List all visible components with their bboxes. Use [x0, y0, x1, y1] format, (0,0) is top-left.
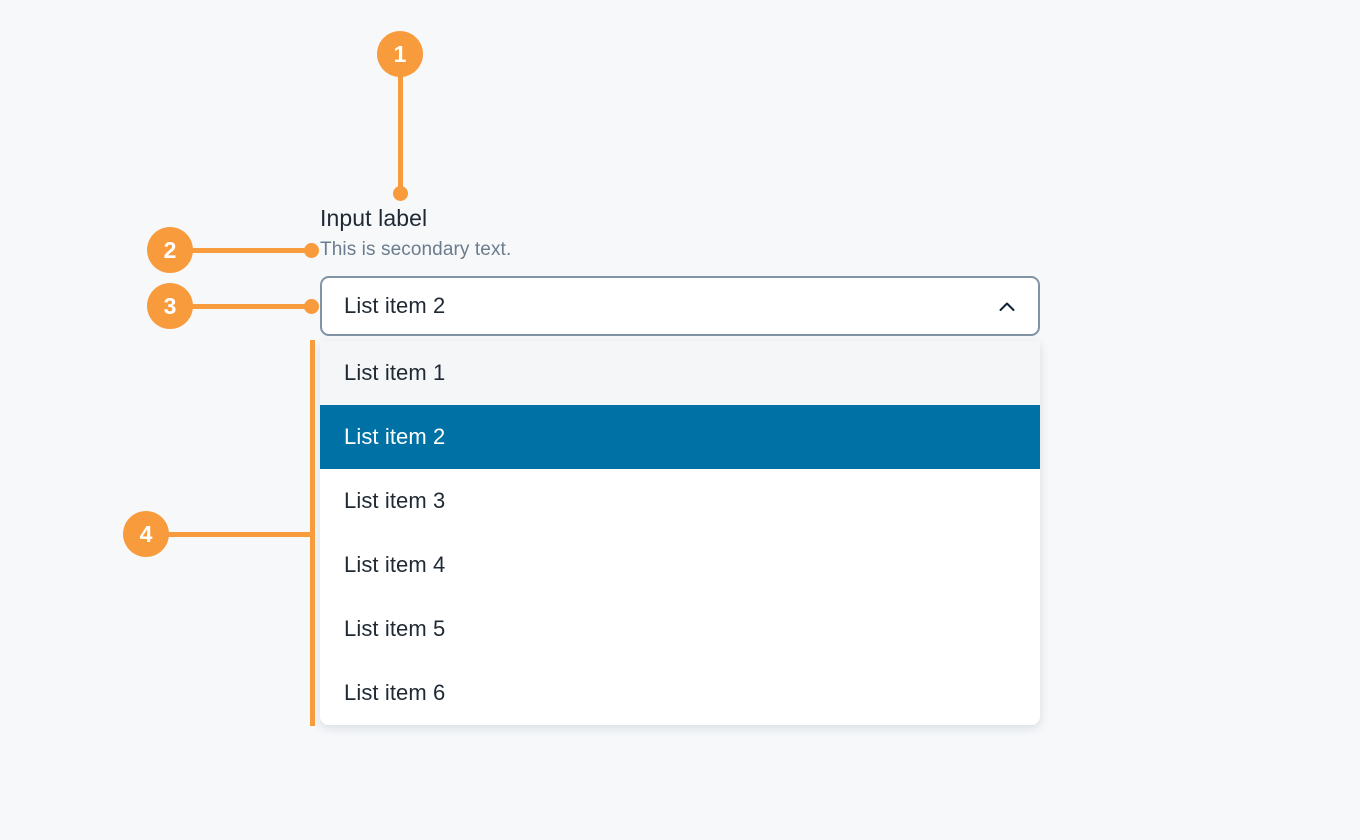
- annotation-endpoint-dot-1: [393, 186, 408, 201]
- field-group: Input label This is secondary text.: [320, 202, 1040, 263]
- list-item-label: List item 2: [344, 424, 446, 449]
- list-item[interactable]: List item 3: [320, 469, 1040, 533]
- list-item[interactable]: List item 5: [320, 597, 1040, 661]
- annotation-endpoint-dot-2: [304, 243, 319, 258]
- list-item[interactable]: List item 2: [320, 405, 1040, 469]
- annotation-marker-2: 2: [147, 227, 193, 273]
- dropdown-combobox[interactable]: List item 2: [320, 276, 1040, 336]
- input-label: Input label: [320, 205, 428, 231]
- annotation-marker-4: 4: [123, 511, 169, 557]
- list-item-label: List item 1: [344, 360, 446, 385]
- combobox-selected-value: List item 2: [344, 293, 446, 318]
- list-item-label: List item 4: [344, 552, 446, 577]
- annotation-bracket-4: [310, 340, 315, 726]
- annotation-leader-line-2: [190, 248, 316, 253]
- list-item[interactable]: List item 4: [320, 533, 1040, 597]
- annotation-endpoint-dot-3: [304, 299, 319, 314]
- list-item[interactable]: List item 6: [320, 661, 1040, 725]
- dropdown-listbox[interactable]: List item 1 List item 2 List item 3 List…: [320, 341, 1040, 725]
- annotation-marker-3: 3: [147, 283, 193, 329]
- list-item[interactable]: List item 1: [320, 341, 1040, 405]
- chevron-up-icon[interactable]: [996, 296, 1018, 318]
- secondary-helper-text: This is secondary text.: [320, 239, 512, 260]
- list-item-label: List item 5: [344, 616, 446, 641]
- list-item-label: List item 6: [344, 680, 446, 705]
- annotation-marker-1: 1: [377, 31, 423, 77]
- annotation-leader-line-3: [190, 304, 316, 309]
- annotation-leader-line-4: [166, 532, 315, 537]
- list-item-label: List item 3: [344, 488, 446, 513]
- annotation-leader-line-1: [398, 54, 403, 194]
